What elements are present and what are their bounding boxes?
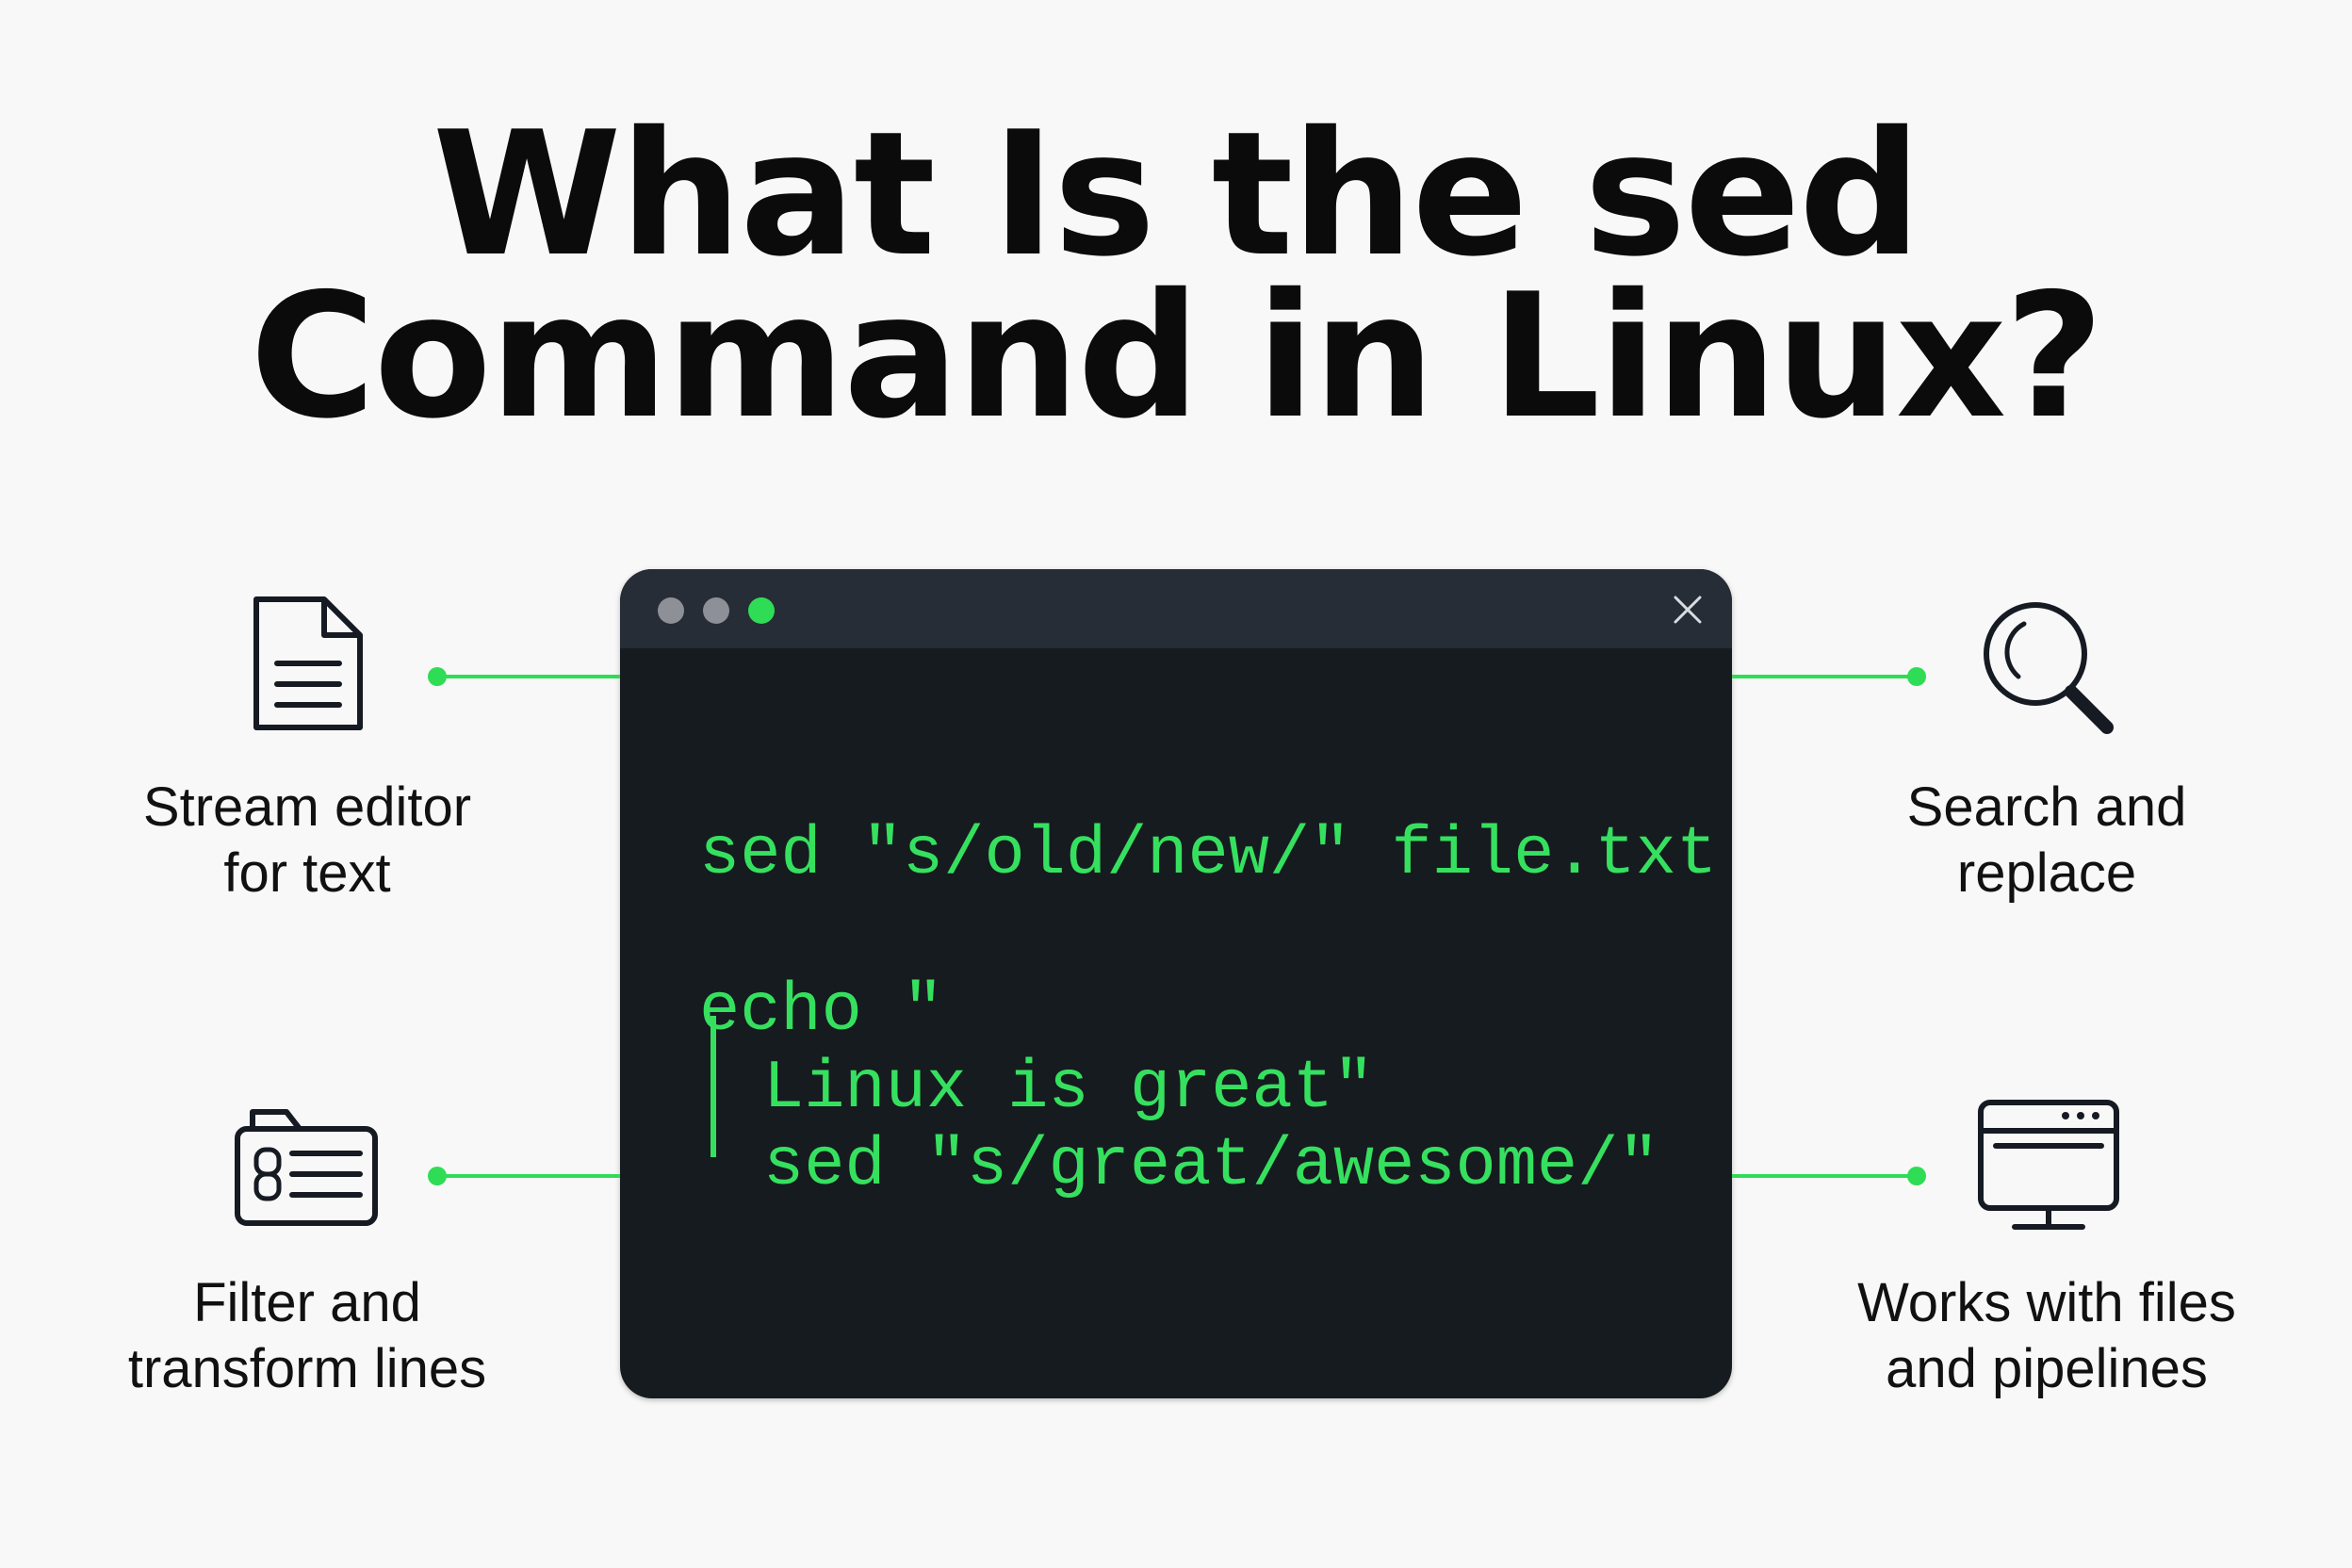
feature-label-line: for text <box>223 842 391 904</box>
connector-top-right <box>1732 675 1917 678</box>
search-icon <box>1984 602 2114 734</box>
feature-label-line: Works with files <box>1857 1272 2236 1333</box>
feature-label-line: transform lines <box>127 1338 487 1399</box>
feature-label-search-replace: Search and replace <box>1802 775 2292 906</box>
connector-bottom-left <box>437 1174 620 1178</box>
folder-card-icon <box>235 1109 378 1226</box>
feature-label-stream-editor: Stream editor for text <box>62 775 552 906</box>
feature-label-filter-transform: Filter and transform lines <box>62 1270 552 1402</box>
code-block: sed "s/old/new/" file.txt echo " Linux i… <box>699 816 1717 1280</box>
monitor-icon <box>1978 1100 2119 1230</box>
code-line-2: echo " <box>699 972 944 1050</box>
title-line-1: What Is the sed <box>432 94 1921 294</box>
page-title: What Is the sed Command in Linux? <box>0 94 2352 456</box>
title-line-2: Command in Linux? <box>250 256 2104 456</box>
window-dot-2[interactable] <box>703 597 729 624</box>
feature-label-line: and pipelines <box>1886 1338 2208 1399</box>
connector-bottom-right <box>1732 1174 1917 1178</box>
code-line-1: sed "s/old/new/" file.txt <box>699 816 1718 893</box>
terminal-window: sed "s/old/new/" file.txt echo " Linux i… <box>620 569 1732 1398</box>
document-icon <box>253 596 363 730</box>
feature-label-line: Search and <box>1906 776 2187 838</box>
feature-label-line: Filter and <box>193 1272 421 1333</box>
window-dot-3[interactable] <box>748 597 775 624</box>
terminal-titlebar <box>620 569 1732 648</box>
connector-node-top-right <box>1907 667 1926 686</box>
close-icon[interactable] <box>1672 594 1704 626</box>
connector-node-bottom-right <box>1907 1167 1926 1185</box>
code-line-4: sed "s/great/awesome/" <box>763 1127 1659 1204</box>
pipe-bar <box>710 1016 716 1157</box>
feature-label-line: replace <box>1956 842 2137 904</box>
feature-label-line: Stream editor <box>142 776 472 838</box>
window-dot-1[interactable] <box>658 597 684 624</box>
connector-top-left <box>437 675 620 678</box>
code-line-3: Linux is great" <box>763 1050 1375 1127</box>
feature-label-files-pipelines: Works with files and pipelines <box>1802 1270 2292 1402</box>
